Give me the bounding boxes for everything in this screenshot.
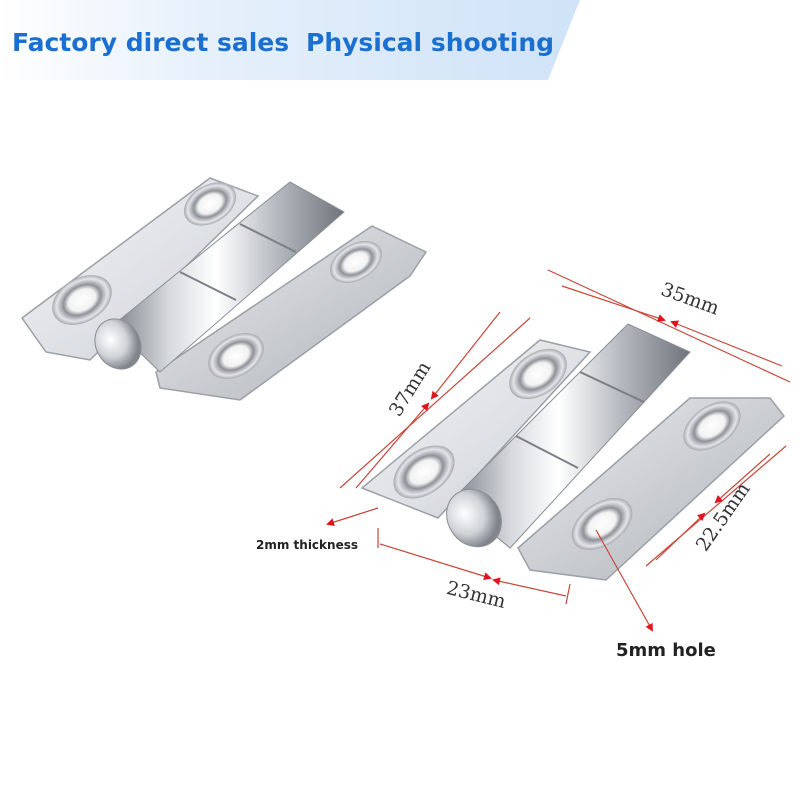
screw-hole — [183, 182, 237, 226]
screw-hole — [208, 333, 264, 379]
hinge-left-knuckle — [111, 181, 345, 373]
hinge-right — [360, 323, 786, 581]
pin-cap — [446, 488, 502, 548]
screw-hole — [571, 497, 633, 551]
screw-hole — [52, 275, 112, 325]
screw-hole — [330, 241, 382, 283]
banner-right-text: Physical shooting — [306, 28, 555, 57]
banner-background — [0, 0, 800, 90]
header-banner: Factory direct sales Physical shooting — [0, 0, 800, 90]
thickness-label: 2mm thickness — [256, 538, 358, 552]
dimension-thickness — [326, 507, 379, 526]
dimension-hole — [595, 529, 653, 632]
dimension-length — [547, 269, 791, 383]
screw-hole — [683, 401, 741, 451]
hinge-left — [20, 177, 428, 401]
screw-hole — [509, 348, 567, 400]
dimension-leaf-width — [377, 528, 571, 605]
hole-size-label: 5mm hole — [616, 640, 716, 661]
banner-left-text: Factory direct sales — [12, 28, 290, 57]
pin-cap — [94, 318, 142, 370]
dimension-hole-spacing — [645, 445, 787, 567]
screw-hole — [393, 445, 455, 499]
dimension-height — [339, 311, 531, 489]
